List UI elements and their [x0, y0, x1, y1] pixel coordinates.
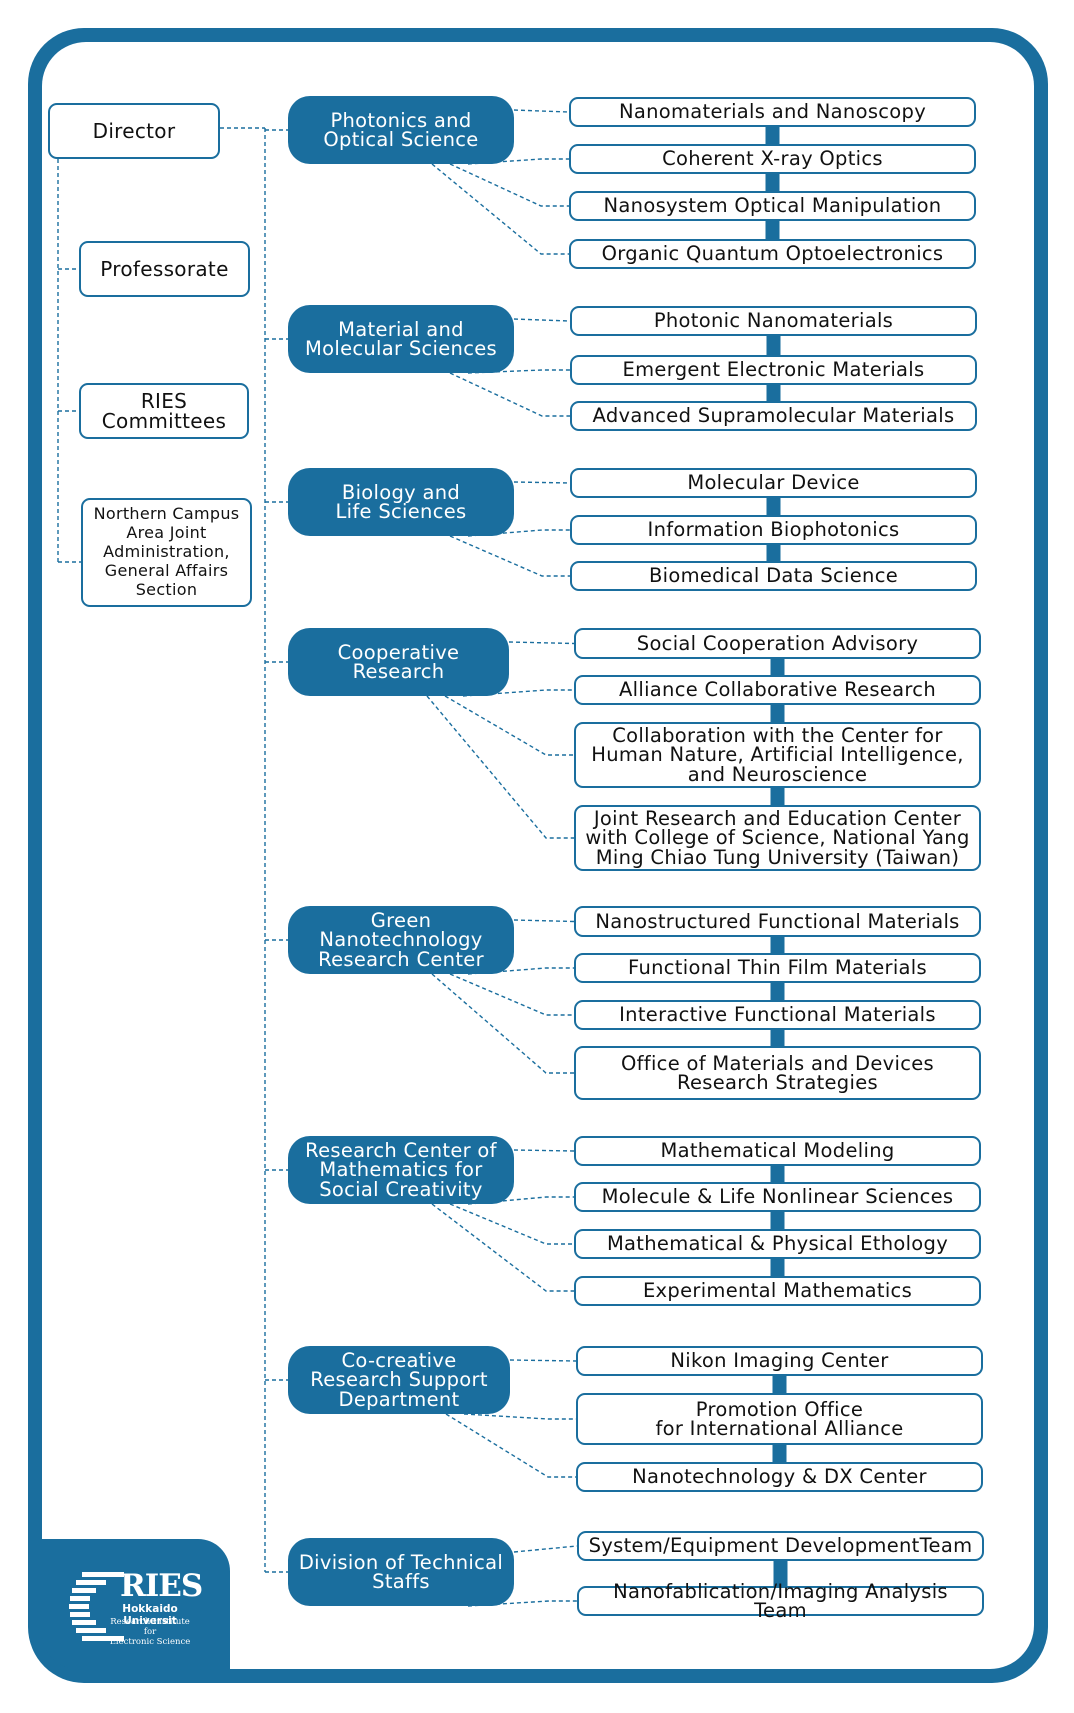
fan-line: [467, 967, 574, 975]
fan-line: [467, 1600, 577, 1607]
fan-line: [513, 318, 571, 322]
fan-line: [513, 919, 575, 923]
subunit-box[interactable]: Mathematical Modeling: [574, 1136, 981, 1166]
subunit-box[interactable]: Molecule & Life Nonlinear Sciences: [574, 1182, 981, 1212]
subunit-box[interactable]: Office of Materials and Devices Research…: [574, 1046, 981, 1100]
subunit-box[interactable]: Nikon Imaging Center: [576, 1346, 983, 1376]
fan-line: [463, 1413, 576, 1420]
fan-line: [431, 163, 569, 255]
ries-committees-box[interactable]: RIES Committees: [79, 383, 249, 439]
fan-line: [449, 163, 569, 207]
unit-box[interactable]: Green Nanotechnology Research Center: [288, 906, 514, 974]
subunit-box[interactable]: Nanofablication/Imaging Analysis Team: [577, 1581, 984, 1620]
subunit-box[interactable]: Coherent X-ray Optics: [569, 144, 976, 174]
fan-line: [467, 1196, 574, 1205]
fan-line: [513, 481, 571, 484]
logo-swoosh-icon: [69, 1572, 124, 1641]
subunit-box[interactable]: Molecular Device: [570, 468, 977, 498]
fan-line: [444, 695, 574, 756]
subunit-box[interactable]: Nanosystem Optical Manipulation: [569, 191, 976, 221]
subunit-box[interactable]: System/Equipment DevelopmentTeam: [577, 1531, 984, 1561]
fan-line: [445, 1413, 576, 1478]
subunit-box[interactable]: Functional Thin Film Materials: [574, 953, 981, 983]
fan-line: [513, 1149, 575, 1152]
subunit-box[interactable]: Experimental Mathematics: [574, 1276, 981, 1306]
subunit-box[interactable]: Nanostructured Functional Materials: [574, 906, 981, 937]
fan-line: [462, 689, 574, 697]
subunit-box[interactable]: Photonic Nanomaterials: [570, 306, 977, 336]
unit-box[interactable]: Research Center of Mathematics for Socia…: [288, 1136, 514, 1204]
subunit-box[interactable]: Joint Research and Education Center with…: [574, 805, 981, 871]
fan-line: [431, 1203, 574, 1292]
fan-line: [508, 641, 575, 645]
subunit-box[interactable]: Organic Quantum Optoelectronics: [569, 239, 976, 269]
fan-line: [449, 372, 570, 417]
logo-university: Hokkaido Universit: [122, 1603, 178, 1627]
fan-line: [449, 535, 570, 577]
fan-line: [426, 695, 574, 839]
subunit-box[interactable]: Biomedical Data Science: [570, 561, 977, 591]
subunit-box[interactable]: Collaboration with the Center for Human …: [574, 722, 981, 788]
subunit-box[interactable]: Social Cooperation Advisory: [574, 628, 981, 659]
fan-line: [509, 1359, 577, 1362]
northern-campus-admin-box[interactable]: Northern Campus Area Joint Administratio…: [81, 498, 252, 607]
unit-box[interactable]: Division of Technical Staffs: [288, 1538, 514, 1606]
subunit-box[interactable]: Nanomaterials and Nanoscopy: [569, 97, 976, 127]
director-box[interactable]: Director: [48, 103, 220, 159]
subunit-box[interactable]: Nanotechnology & DX Center: [576, 1462, 983, 1492]
unit-box[interactable]: Cooperative Research: [288, 628, 509, 696]
subunit-box[interactable]: Promotion Office for International Allia…: [576, 1393, 983, 1445]
unit-box[interactable]: Photonics and Optical Science: [288, 96, 514, 164]
subunit-box[interactable]: Interactive Functional Materials: [574, 1000, 981, 1030]
fan-line: [513, 109, 570, 113]
subunit-box[interactable]: Information Biophotonics: [570, 515, 977, 545]
logo-line-2: for: [143, 1627, 157, 1637]
subunit-box[interactable]: Mathematical & Physical Ethology: [574, 1229, 981, 1259]
unit-box[interactable]: Biology and Life Sciences: [288, 468, 514, 536]
subunit-box[interactable]: Emergent Electronic Materials: [570, 355, 977, 385]
subunit-box[interactable]: Alliance Collaborative Research: [574, 675, 981, 705]
fan-line: [513, 1545, 578, 1553]
unit-box[interactable]: Material and Molecular Sciences: [288, 305, 514, 373]
logo-line-3: Electronic Science: [109, 1637, 191, 1647]
fan-line: [449, 973, 574, 1016]
fan-line: [449, 1203, 574, 1245]
subunit-box[interactable]: Advanced Supramolecular Materials: [570, 401, 977, 431]
unit-box[interactable]: Co-creative Research Support Department: [288, 1346, 510, 1414]
fan-line: [431, 973, 574, 1074]
logo-name: RIES: [120, 1568, 203, 1604]
professorate-box[interactable]: Professorate: [79, 241, 250, 297]
logo-line-1: Research Institute: [110, 1617, 190, 1627]
